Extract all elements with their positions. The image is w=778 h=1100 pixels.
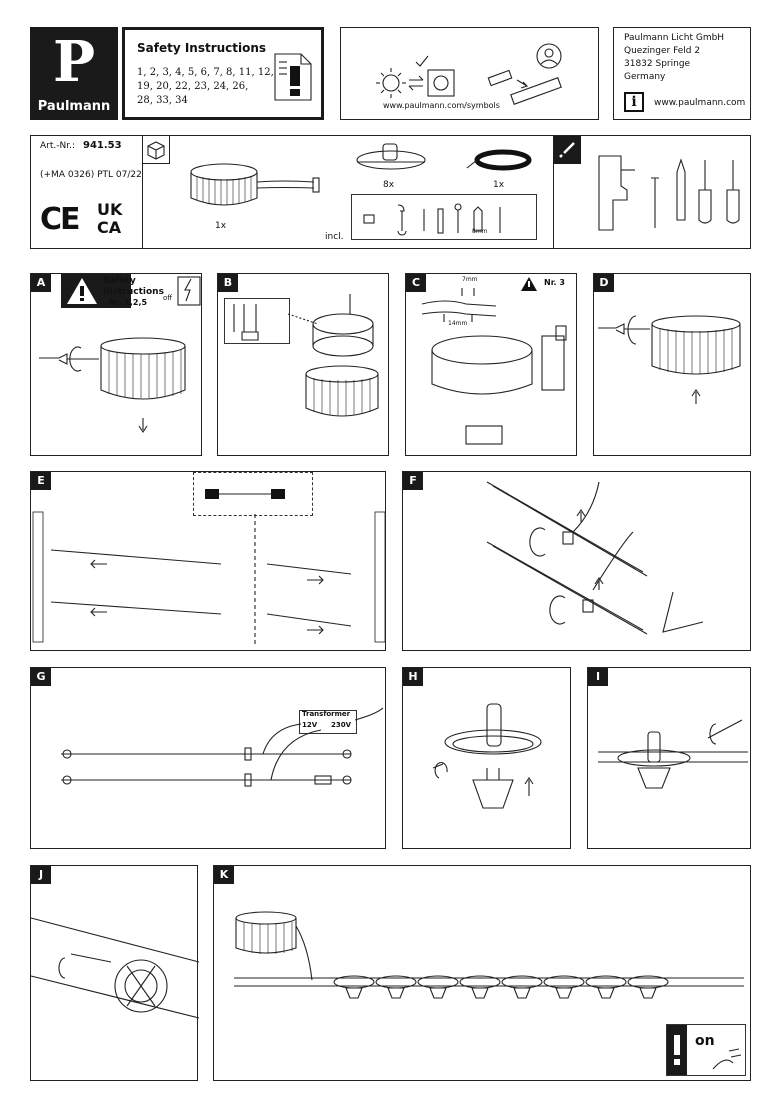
step-b-tools-inset	[224, 298, 290, 344]
step-a-safety-title2: Instructions	[103, 287, 164, 297]
divider-tools	[553, 136, 554, 248]
sun-switch-icon	[376, 55, 455, 98]
company-box: Paulmann Licht GmbH Quezinger Feld 2 318…	[613, 27, 751, 120]
step-c-nr: Nr. 3	[544, 278, 565, 287]
step-c-drawing	[421, 288, 567, 445]
ukca-mark-top: UK	[97, 200, 123, 219]
article-code: (+MA 0326) PTL 07/22	[40, 170, 142, 180]
step-a-off: off	[163, 294, 173, 302]
step-b-drawing	[233, 294, 379, 417]
step-h-drawing	[432, 703, 542, 809]
company-street: Quezinger Feld 2	[624, 46, 701, 56]
strip-length-2: 14mm	[448, 320, 468, 327]
holder-drawing	[356, 143, 426, 170]
safety-numbers-1: 1, 2, 3, 4, 5, 6, 7, 8, 11, 12,	[137, 67, 274, 78]
step-d-panel: D	[593, 273, 751, 456]
symbols-url: www.paulmann.com/symbols	[383, 101, 500, 110]
logo-name: Paulmann	[37, 99, 111, 114]
step-e-panel: E	[30, 471, 386, 651]
step-k-panel: K on	[213, 865, 751, 1081]
step-d-label: D	[594, 274, 614, 292]
article-label: Art.-Nr.:	[40, 141, 75, 151]
article-box: Art.-Nr.: 941.53 (+MA 0326) PTL 07/22 CE…	[30, 135, 751, 249]
step-j-panel: J	[30, 865, 200, 1081]
article-number: 941.53	[83, 140, 122, 151]
safety-numbers-3: 28, 33, 34	[137, 95, 188, 106]
step-e-label: E	[31, 472, 51, 490]
safety-title: Safety Instructions	[137, 41, 267, 55]
safety-instructions-box: Safety Instructions 1, 2, 3, 4, 5, 6, 7,…	[122, 27, 324, 120]
warning-small-icon	[521, 277, 537, 291]
step-g-label: G	[31, 668, 51, 686]
step-g-drawing	[61, 707, 384, 787]
company-country: Germany	[624, 72, 666, 82]
tools-icon-box	[553, 136, 581, 164]
logo-letter: P	[52, 29, 96, 95]
step-j-drawing	[30, 917, 200, 1019]
step-i-drawing	[598, 719, 748, 789]
dowel-size: 8mm	[472, 228, 488, 235]
company-url: www.paulmann.com	[654, 98, 746, 108]
step-f-drawing	[486, 481, 704, 635]
tools-drawing	[598, 155, 740, 231]
step-c-panel: C Nr. 3 7mm 14mm	[405, 273, 577, 456]
step-h-label: H	[403, 668, 423, 686]
document-warning-icon	[274, 53, 312, 101]
voltage-low: 12V	[302, 721, 318, 729]
company-city: 31832 Springe	[624, 59, 691, 69]
transformer-label: Transformer	[302, 710, 351, 718]
safety-numbers-2: 19, 20, 22, 23, 24, 26,	[137, 81, 249, 92]
step-g-panel: G Transformer 12V 230V	[30, 667, 386, 849]
step-j-label: J	[31, 866, 51, 884]
power-on-box: on	[666, 1024, 746, 1076]
symbols-box: www.paulmann.com/symbols	[340, 27, 599, 120]
company-name: Paulmann Licht GmbH	[624, 33, 725, 43]
transformer-box	[299, 710, 357, 734]
cable-qty: 1x	[493, 180, 505, 190]
step-h-panel: H	[402, 667, 571, 849]
package-icon	[147, 141, 165, 160]
step-i-panel: I	[587, 667, 751, 849]
warning-badge	[61, 274, 131, 308]
plug-icon	[712, 1048, 742, 1070]
ce-mark: CE	[40, 202, 80, 237]
step-k-label: K	[214, 866, 234, 884]
driver-qty: 1x	[215, 221, 227, 231]
divider	[142, 136, 143, 248]
warning-triangle-icon	[67, 278, 97, 304]
step-e-drawing	[32, 489, 386, 647]
step-a-label: A	[31, 274, 51, 292]
installer-icon	[487, 43, 562, 105]
cable-coil-drawing	[466, 149, 532, 171]
step-b-label: B	[218, 274, 238, 292]
strip-length-1: 7mm	[462, 276, 478, 283]
step-a-safety-nr: Nr. 1,2,5	[109, 298, 148, 307]
holders-qty: 8x	[383, 180, 395, 190]
step-i-label: I	[588, 668, 608, 686]
included-label: incl.	[325, 232, 344, 242]
step-d-drawing	[598, 315, 741, 404]
included-parts-box: 8mm	[351, 194, 537, 240]
step-b-panel: B	[217, 273, 389, 456]
on-warning-icon	[667, 1025, 687, 1075]
step-a-drawing	[39, 337, 186, 433]
step-f-panel: F	[402, 471, 751, 651]
package-icon-box	[142, 136, 170, 164]
screw-hook-icons	[363, 203, 501, 236]
driver-unit-drawing	[190, 163, 320, 206]
voltage-high: 230V	[331, 721, 352, 729]
step-a-safety-title: Safety	[103, 276, 136, 286]
step-c-label: C	[406, 274, 426, 292]
ukca-mark-bottom: CA	[97, 218, 122, 237]
power-on-label: on	[695, 1033, 715, 1049]
step-e-inset	[193, 472, 313, 516]
step-a-panel: A Safety Instructions Nr. 1,2,5 off	[30, 273, 202, 456]
power-off-icon	[177, 276, 201, 306]
screwdriver-icon	[559, 142, 575, 158]
info-icon: i	[624, 92, 644, 112]
logo-block: P Paulmann	[30, 27, 118, 120]
step-f-label: F	[403, 472, 423, 490]
step-k-drawing	[234, 911, 744, 999]
